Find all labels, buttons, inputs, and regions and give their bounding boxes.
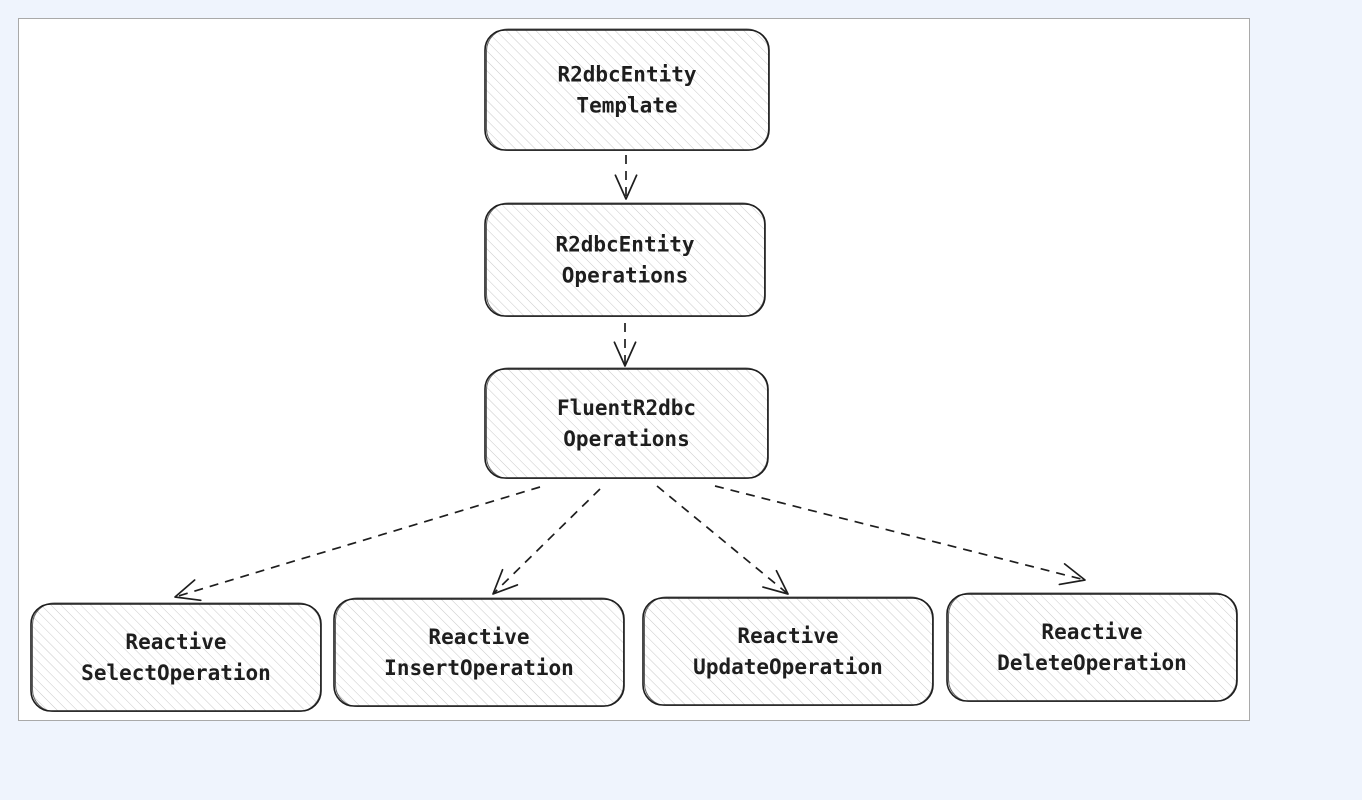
edge-operations-fluent	[613, 323, 637, 367]
edges-layer	[174, 155, 1086, 602]
node-label-line: UpdateOperation	[693, 655, 883, 679]
edge-line	[714, 485, 1086, 581]
node-label-line: Operations	[562, 264, 688, 288]
node-label-line: Template	[576, 94, 677, 118]
node-box	[30, 603, 322, 712]
node-label-line: DeleteOperation	[997, 651, 1187, 675]
node-label-line: Operations	[563, 427, 689, 451]
edge-fluent-delete	[714, 485, 1086, 586]
arrowhead	[613, 341, 637, 367]
node-box-sketch	[644, 596, 933, 706]
arrowhead	[492, 568, 519, 595]
edge-fluent-update	[656, 485, 789, 595]
node-box	[484, 29, 770, 151]
node-box-sketch	[486, 202, 765, 317]
node-label-line: SelectOperation	[81, 661, 271, 685]
arrowhead	[762, 569, 789, 595]
node-label-line: Reactive	[737, 624, 838, 648]
node-label-line: FluentR2dbc	[557, 396, 696, 420]
node-label-line: Reactive	[428, 625, 529, 649]
node-box	[484, 368, 769, 479]
edge-template-operations	[614, 155, 638, 200]
arrowhead	[1058, 563, 1086, 586]
node-box-sketch	[335, 597, 624, 707]
node-label-line: Reactive	[125, 630, 226, 654]
node-box	[484, 203, 766, 317]
node-box-sketch	[486, 28, 769, 151]
node-box	[642, 597, 934, 706]
edge-line	[492, 488, 601, 595]
node-box	[946, 593, 1238, 702]
arrowhead	[174, 579, 202, 602]
node-label-line: R2dbcEntity	[557, 63, 696, 87]
node-label-line: Reactive	[1041, 620, 1142, 644]
arrowhead	[614, 174, 638, 200]
node-label-line: InsertOperation	[384, 656, 574, 680]
node-box-sketch	[486, 367, 768, 479]
node-box-sketch	[948, 592, 1237, 702]
edge-line	[174, 486, 541, 598]
node-box	[333, 598, 625, 707]
edge-line	[656, 485, 789, 595]
node-label-line: R2dbcEntity	[555, 233, 694, 257]
node-box-sketch	[32, 602, 321, 712]
edge-fluent-insert	[492, 488, 601, 595]
nodes-layer: R2dbcEntityTemplateR2dbcEntityOperations…	[30, 28, 1238, 712]
edge-fluent-select	[174, 486, 541, 602]
